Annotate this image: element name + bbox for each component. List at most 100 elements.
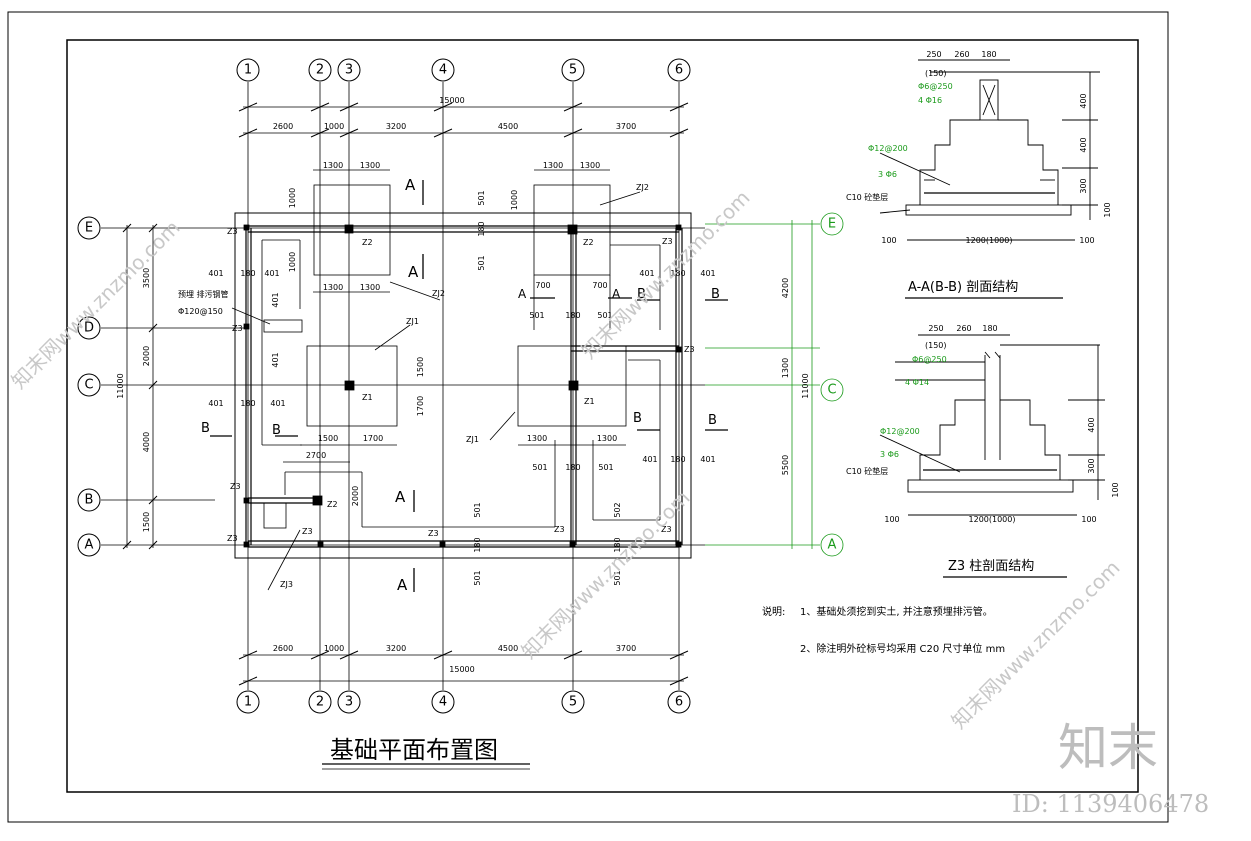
z3-bedding: C10 砼垫层 [846, 466, 888, 476]
notes-line-2: 2、除注明外砼标号均采用 C20 尺寸单位 mm [800, 642, 1005, 655]
z3-main-bars: 4 Φ14 [905, 378, 929, 387]
dim-1500-1: 1500 [416, 357, 425, 377]
label-z2-3: Z2 [327, 500, 338, 509]
outer-frame [7, 11, 1169, 823]
section-aa-text: 250 260 180 (150) Φ6@250 4 Φ16 Φ12@200 3… [846, 50, 1112, 295]
dim-2700: 2700 [306, 451, 326, 460]
z3-base-dim-1: 100 [884, 515, 899, 524]
z3-base-dim-2: 1200(1000) [969, 515, 1016, 524]
dim-501-9: 501 [613, 570, 622, 585]
axis-x-1-top: 1 [244, 63, 252, 78]
label-zj1-2: ZJ1 [466, 435, 479, 444]
dim-180-5: 180 [240, 399, 255, 408]
aa-dist-bars: 3 Φ6 [878, 170, 897, 179]
section-b-6: B [708, 413, 717, 428]
watermark-id: ID: 1139406478 [1012, 790, 1209, 818]
label-zj2: ZJ2 [636, 183, 649, 192]
label-z3-5: Z3 [230, 482, 241, 491]
dim-footing-7: 1000 [288, 188, 297, 208]
axis-y-b: B [85, 493, 94, 508]
dim-footing-5: 1300 [323, 283, 343, 292]
section-b-3: B [637, 287, 646, 302]
aa-main-bars: 4 Φ16 [918, 96, 942, 105]
label-z2-1: Z2 [362, 238, 373, 247]
section-a-3: A [395, 488, 406, 506]
axis-y-e: E [85, 221, 93, 236]
label-z3-7: Z3 [428, 529, 439, 538]
dim-x-1: 2600 [273, 122, 293, 131]
dim-401-8: 401 [270, 399, 285, 408]
dim-501-1: 501 [477, 190, 486, 205]
dim-501-6: 501 [598, 463, 613, 472]
dim-y-2: 2000 [142, 346, 151, 366]
z3-top-dim-1: 250 [928, 324, 943, 333]
dim-180-1: 180 [477, 221, 486, 236]
aa-h-1: 400 [1079, 93, 1088, 108]
aa-h-3: 300 [1079, 178, 1088, 193]
aa-title: A-A(B-B) 剖面结构 [908, 280, 1018, 295]
axis-x-4-bottom: 4 [439, 695, 447, 710]
z3-top-dim-3: 180 [982, 324, 997, 333]
axis-x-3-bottom: 3 [345, 695, 353, 710]
dim-x-5: 3700 [616, 122, 636, 131]
dim-401-7: 401 [208, 399, 223, 408]
dim-401-4: 401 [700, 269, 715, 278]
dim-footing-9: 1000 [510, 190, 519, 210]
label-z2-2: Z2 [583, 238, 594, 247]
watermark-brand: 知末 [1058, 719, 1158, 777]
dim-501-4: 501 [597, 311, 612, 320]
axis-x-6-top: 6 [675, 63, 683, 78]
dim-501-8: 501 [473, 570, 482, 585]
axis-y-c: C [84, 378, 93, 393]
aa-stirrup: Φ6@250 [918, 82, 953, 91]
notes-label: 说明: [762, 605, 785, 618]
dim-180-7: 180 [670, 455, 685, 464]
label-z3-1: Z3 [227, 227, 238, 236]
label-z3-4: Z3 [684, 345, 695, 354]
axis-x-3-top: 3 [345, 63, 353, 78]
axis-x-5-top: 5 [569, 63, 577, 78]
aa-col-size: (150) [925, 69, 947, 78]
dim-180-2: 180 [240, 269, 255, 278]
label-z1-1: Z1 [362, 393, 373, 402]
dim-401-9: 401 [642, 455, 657, 464]
z3-base-dim-3: 100 [1081, 515, 1096, 524]
label-z3-2: Z3 [662, 237, 673, 246]
dim-180-6: 180 [565, 463, 580, 472]
section-z3-drawing [879, 334, 1105, 516]
section-a-6: A [612, 287, 621, 301]
dim-x-3-bottom: 3200 [386, 644, 406, 653]
watermark-text-2: 知末网www.znzmo.com [517, 486, 695, 664]
section-b-1: B [201, 421, 210, 436]
aa-h-4: 100 [1103, 202, 1112, 217]
label-z1-2: Z1 [584, 397, 595, 406]
dim-401-3: 401 [639, 269, 654, 278]
z3-title: Z3 柱剖面结构 [948, 559, 1034, 574]
aa-base-dim-1: 100 [881, 236, 896, 245]
dim-401-5: 401 [271, 292, 280, 307]
label-z3-3: Z3 [232, 324, 243, 333]
foundation-plan [101, 82, 728, 690]
aa-base-dim-2: 1200(1000) [966, 236, 1013, 245]
axis-y-a-right: A [828, 538, 837, 553]
dim-1300-2: 1300 [597, 434, 617, 443]
dim-180-3: 180 [670, 269, 685, 278]
dim-x-1-bottom: 2600 [273, 644, 293, 653]
z3-col-size: (150) [925, 341, 947, 350]
z3-h-3: 100 [1111, 482, 1120, 497]
z3-h-1: 400 [1087, 417, 1096, 432]
inner-frame [66, 39, 1139, 793]
dim-1500-2: 1500 [318, 434, 338, 443]
aa-bedding: C10 砼垫层 [846, 192, 888, 202]
dim-x-4-bottom: 4500 [498, 644, 518, 653]
dim-700-1: 700 [535, 281, 550, 290]
dim-401-2: 401 [264, 269, 279, 278]
section-aa-drawing [879, 59, 1100, 241]
plan-dimensions: 15000 2600 1000 3200 4500 3700 2600 1000… [116, 96, 810, 674]
z3-mesh: Φ12@200 [880, 427, 920, 436]
axis-y-e-right: E [828, 217, 836, 232]
axis-y-d: D [84, 321, 94, 336]
dim-401-1: 401 [208, 269, 223, 278]
axis-x-2-top: 2 [316, 63, 324, 78]
dim-footing-6: 1300 [360, 283, 380, 292]
